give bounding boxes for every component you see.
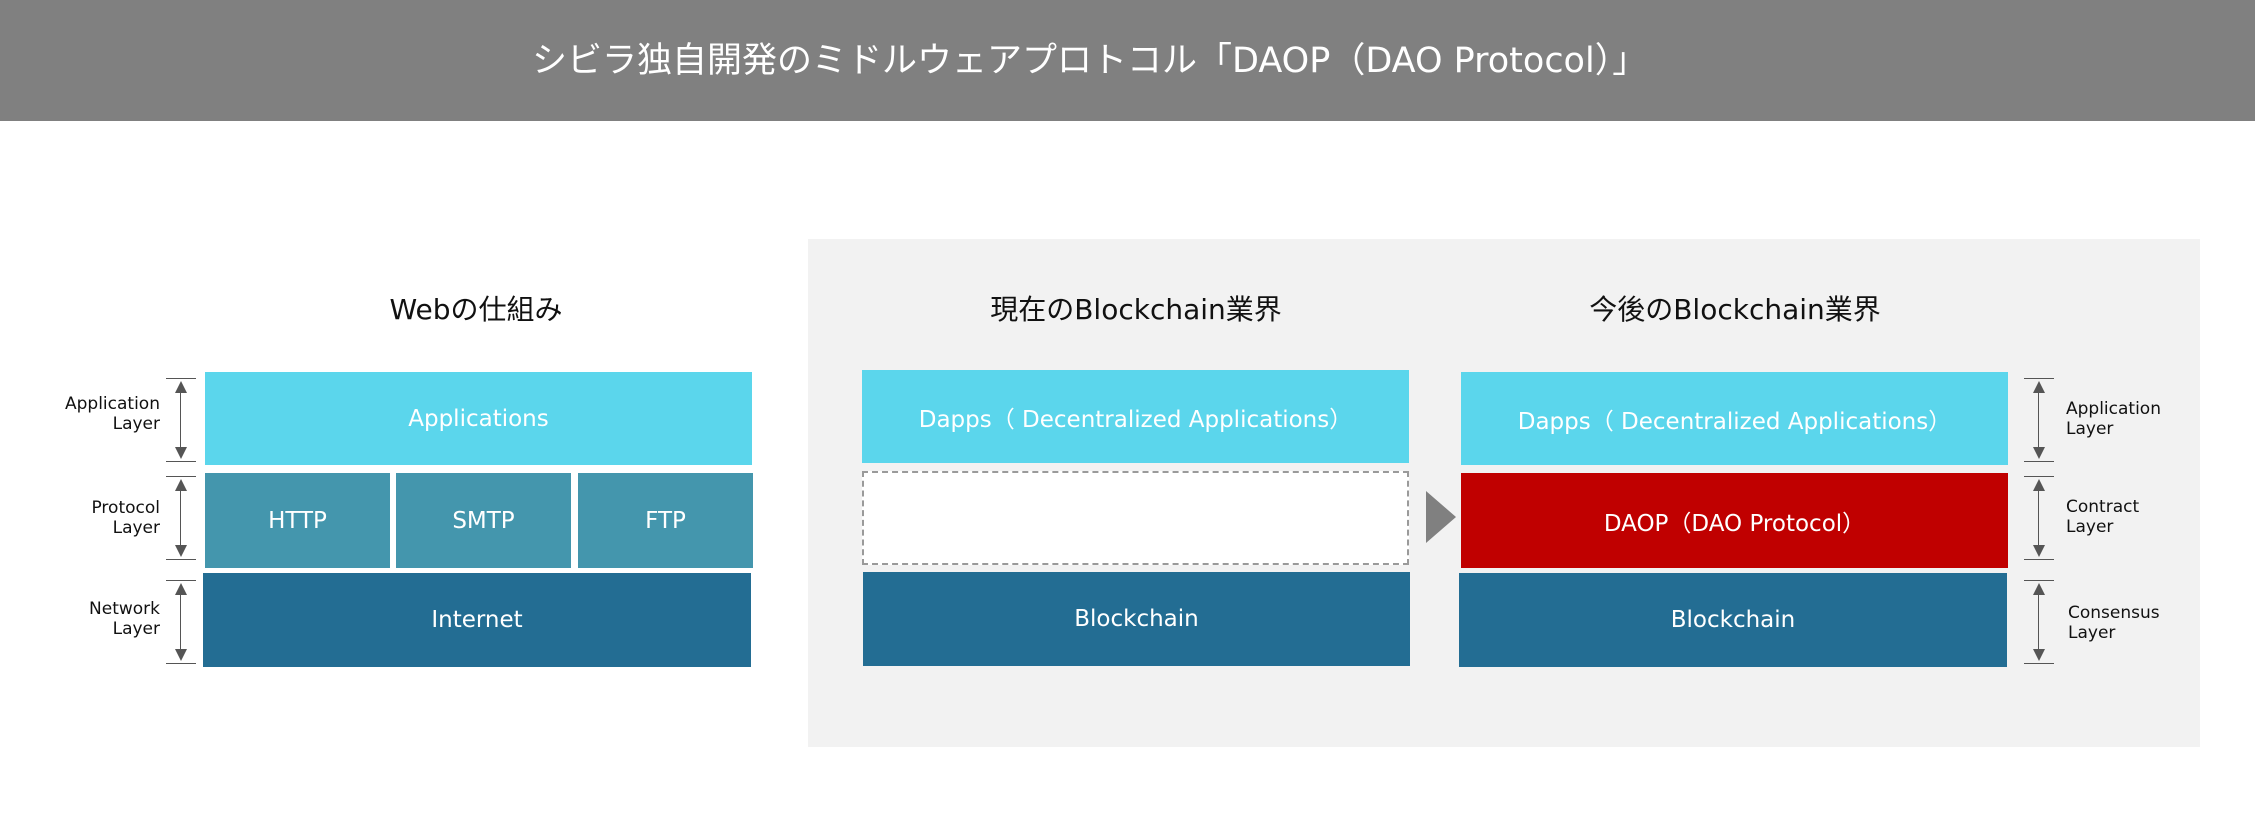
web-protocol-layer-bracket (166, 476, 196, 560)
ftp-block: FTP (578, 473, 753, 568)
future-contract-layer-label: Contract Layer (2066, 497, 2140, 537)
page-title: シビラ独自開発のミドルウェアプロトコル「DAOP（DAO Protocol）」 (532, 41, 1648, 81)
future-consensus-layer-bracket (2024, 580, 2054, 664)
web-application-layer-bracket (166, 378, 196, 462)
future-application-layer-bracket (2024, 378, 2054, 462)
transition-arrow-icon (1426, 491, 1456, 543)
header-bar: シビラ独自開発のミドルウェアプロトコル「DAOP（DAO Protocol）」 (0, 0, 2255, 121)
current-blockchain-title: 現在のBlockchain業界 (990, 293, 1282, 326)
future-application-layer-label: Application Layer (2066, 399, 2161, 439)
current-dapps-block: Dapps（ Decentralized Applications） (862, 370, 1409, 463)
web-section-title: Webの仕組み (389, 293, 563, 326)
current-blockchain-block: Blockchain (863, 572, 1410, 666)
future-blockchain-title: 今後のBlockchain業界 (1589, 293, 1881, 326)
web-network-layer-label: Network Layer (89, 599, 160, 639)
internet-block: Internet (203, 573, 751, 667)
future-contract-layer-bracket (2024, 476, 2054, 560)
current-empty-middleware-slot (862, 471, 1409, 565)
daop-block: DAOP（DAO Protocol） (1461, 473, 2008, 568)
web-network-layer-bracket (166, 580, 196, 664)
web-protocol-layer-label: Protocol Layer (91, 498, 160, 538)
smtp-block: SMTP (396, 473, 571, 568)
web-applications-block: Applications (205, 372, 752, 465)
http-block: HTTP (205, 473, 390, 568)
future-consensus-layer-label: Consensus Layer (2068, 603, 2160, 643)
web-application-layer-label: Application Layer (65, 394, 160, 434)
future-blockchain-block: Blockchain (1459, 573, 2007, 667)
future-dapps-block: Dapps（ Decentralized Applications） (1461, 372, 2008, 465)
